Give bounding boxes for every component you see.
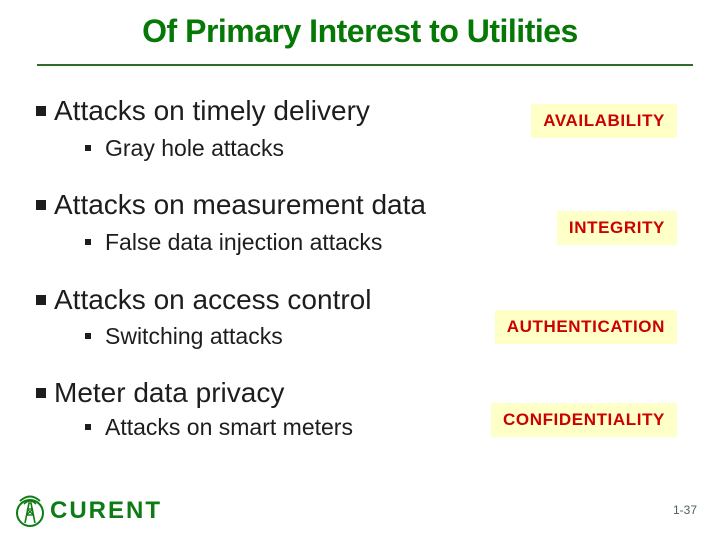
badge-integrity: INTEGRITY [556, 211, 677, 245]
bullet-square-icon [36, 106, 46, 116]
page-number: 1-37 [672, 503, 697, 517]
bullet-item-measurement-data: Attacks on measurement data [36, 189, 426, 221]
bullet-item-timely-delivery: Attacks on timely delivery [36, 95, 370, 127]
sub-bullet-switching: Switching attacks [85, 323, 283, 350]
bullet-item-label: Meter data privacy [54, 377, 285, 408]
bullet-square-icon [36, 388, 46, 398]
bullet-square-icon [36, 200, 46, 210]
sub-bullet-square-icon [85, 145, 91, 151]
sub-bullet-gray-hole: Gray hole attacks [85, 135, 284, 162]
bullet-item-access-control: Attacks on access control [36, 284, 371, 316]
title-underline [37, 64, 693, 66]
bullet-item-label: Attacks on access control [54, 284, 372, 315]
sub-bullet-square-icon [85, 239, 91, 245]
sub-bullet-smart-meters: Attacks on smart meters [85, 414, 353, 441]
sub-bullet-false-data-injection: False data injection attacks [85, 229, 382, 256]
badge-confidentiality: CONFIDENTIALITY [491, 403, 677, 437]
sub-bullet-square-icon [85, 424, 91, 430]
page-title: Of Primary Interest to Utilities [142, 13, 578, 49]
sub-bullet-label: Attacks on smart meters [105, 414, 353, 440]
logo-text: CURENT [50, 497, 162, 524]
sub-bullet-label: Gray hole attacks [105, 135, 284, 161]
curent-logo: CURENT [13, 493, 162, 529]
bullet-square-icon [36, 295, 46, 305]
bullet-item-meter-privacy: Meter data privacy [36, 377, 284, 409]
sub-bullet-label: False data injection attacks [105, 229, 383, 255]
sub-bullet-square-icon [85, 333, 91, 339]
logo-tower-icon [16, 495, 44, 527]
bullet-item-label: Attacks on measurement data [54, 189, 426, 220]
badge-availability: AVAILABILITY [531, 104, 677, 138]
sub-bullet-label: Switching attacks [105, 323, 283, 349]
badge-authentication: AUTHENTICATION [494, 310, 677, 344]
bullet-item-label: Attacks on timely delivery [54, 95, 370, 126]
